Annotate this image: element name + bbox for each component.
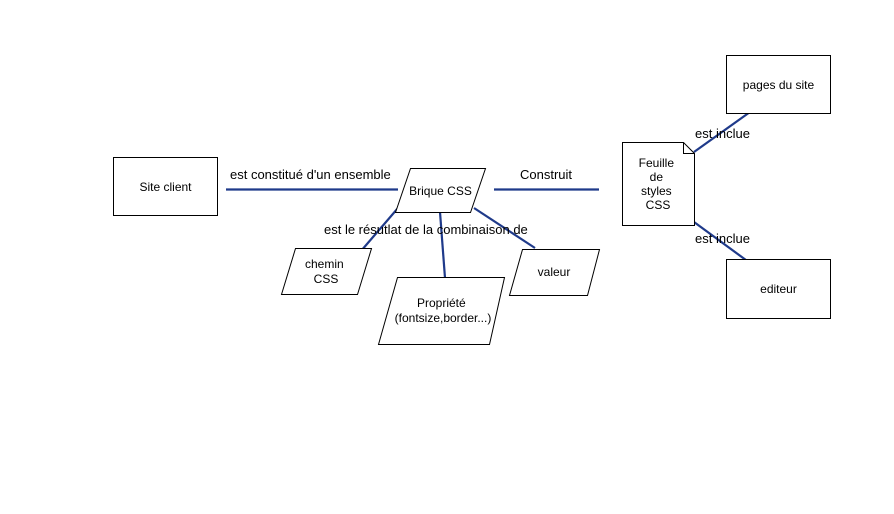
node-brique-css: Brique CSS [394, 168, 487, 213]
connector-feuille-editeur [693, 221, 751, 264]
node-editeur-label: editeur [760, 282, 797, 296]
node-propriete-line-1: Propriété [417, 296, 466, 310]
node-propriete-line-2: (fontsize,border...) [395, 311, 492, 325]
node-chemin-css-label: chemin CSS [305, 257, 347, 286]
node-pages-du-site: pages du site [726, 55, 831, 114]
connector-brique-chemin [360, 207, 399, 252]
edge-label-construit: Construit [520, 167, 572, 182]
connector-feuille-pages [693, 111, 751, 153]
node-feuille-label: Feuille de styles CSS [639, 156, 678, 212]
node-feuille-line-1: Feuille [639, 156, 675, 170]
edge-label-est-inclue-editeur: est inclue [695, 231, 750, 246]
node-chemin-css-line-2: CSS [314, 272, 339, 286]
edge-label-resultat-combinaison: est le résutlat de la combinaison de [324, 222, 528, 237]
connector-brique-propriete [438, 211, 447, 279]
node-feuille-de-styles-css: Feuille de styles CSS [622, 142, 695, 226]
edge-label-est-inclue-pages: est inclue [695, 126, 750, 141]
node-site-client: Site client [113, 157, 218, 216]
node-site-client-label: Site client [139, 180, 192, 194]
node-valeur-label: valeur [538, 265, 571, 279]
connector-brique-valeur [473, 207, 536, 249]
node-feuille-line-4: CSS [646, 198, 671, 212]
node-pages-du-site-label: pages du site [743, 78, 815, 92]
node-feuille-line-3: styles [641, 184, 672, 198]
node-chemin-css: chemin CSS [280, 248, 373, 295]
node-feuille-line-2: de [650, 170, 664, 184]
edge-label-est-constitue: est constitué d'un ensemble [230, 167, 391, 182]
node-chemin-css-line-1: chemin [305, 257, 344, 271]
node-brique-css-label: Brique CSS [409, 184, 472, 198]
folded-corner-icon [683, 142, 695, 154]
node-valeur: valeur [508, 249, 601, 296]
node-editeur: editeur [726, 259, 831, 319]
node-propriete-label: Propriété (fontsize,border...) [395, 296, 492, 325]
node-propriete: Propriété (fontsize,border...) [377, 277, 506, 345]
